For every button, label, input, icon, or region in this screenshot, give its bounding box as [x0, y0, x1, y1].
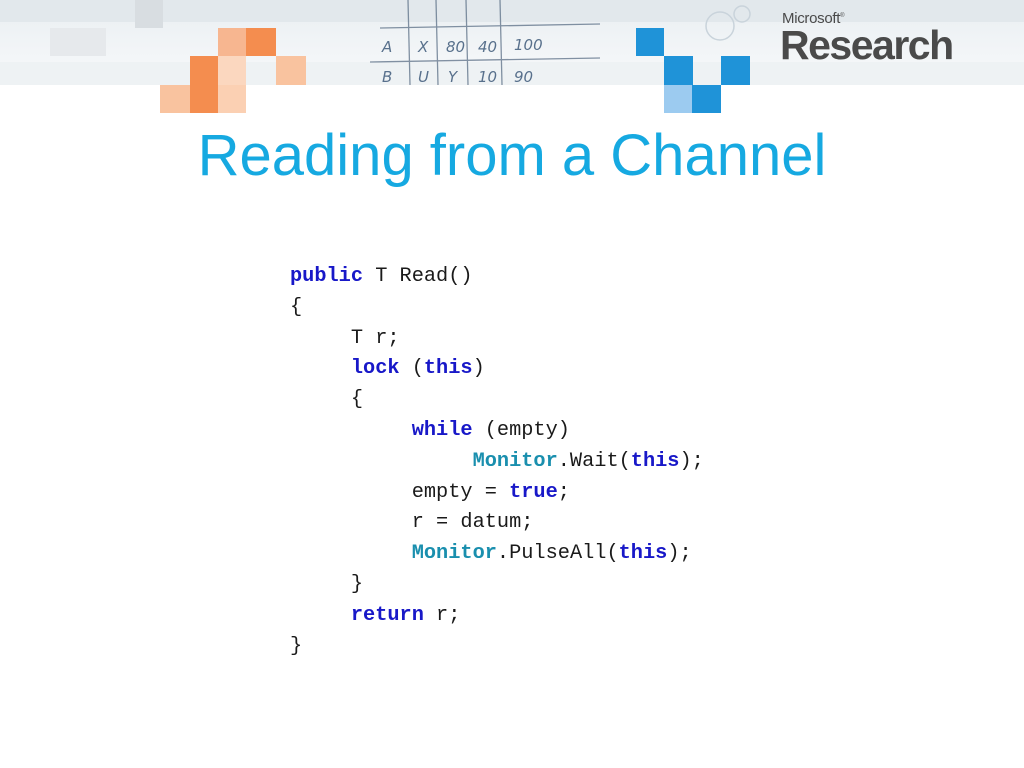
code-text: r;: [423, 603, 461, 627]
slide-title: Reading from a Channel: [197, 123, 827, 188]
code-line: }: [290, 570, 704, 601]
code-keyword: this: [423, 357, 473, 381]
code-keyword: public: [290, 265, 364, 288]
code-line: empty = true;: [290, 478, 704, 509]
code-line: return r;: [290, 601, 704, 632]
code-line: {: [290, 385, 704, 416]
code-text: .PulseAll(: [496, 542, 619, 566]
handwritten-table-sketch: A X 80 40 100 B U Y 10 90: [369, 0, 601, 85]
code-text: {: [290, 295, 303, 319]
decor-square: [190, 85, 218, 113]
sketch-cell: 90: [514, 68, 533, 85]
decor-square: [692, 85, 721, 113]
code-line: while (empty): [290, 416, 704, 447]
sketch-cell: 100: [514, 36, 543, 54]
code-text: .Wait(: [557, 449, 631, 473]
code-keyword: while: [411, 418, 473, 442]
code-text: T r;: [350, 326, 400, 350]
decor-square: [721, 56, 750, 85]
code-line: }: [290, 632, 704, 663]
sketch-cell: 40: [478, 38, 497, 56]
code-text: );: [667, 542, 692, 566]
code-text: ): [472, 357, 485, 381]
code-text: (empty): [472, 418, 570, 442]
code-type: Monitor: [472, 449, 558, 473]
sketch-cell: U: [418, 68, 429, 85]
sketch-cell: Y: [448, 68, 459, 85]
code-text: );: [679, 449, 704, 473]
code-text: }: [290, 634, 303, 658]
banner-stripe: [0, 0, 1024, 22]
decor-square: [664, 85, 692, 113]
header-banner: A X 80 40 100 B U Y 10 90 Microsoft® Res…: [0, 0, 1024, 85]
decor-square: [636, 28, 664, 56]
microsoft-research-logo: Microsoft® Research: [770, 8, 970, 68]
code-keyword: this: [618, 542, 668, 566]
decor-square: [218, 28, 246, 56]
code-type: Monitor: [411, 542, 497, 566]
code-text: empty =: [411, 480, 510, 504]
code-keyword: return: [350, 603, 424, 627]
decor-square: [218, 85, 246, 113]
code-text: {: [350, 388, 364, 412]
code-keyword: lock: [350, 357, 400, 381]
decor-circles: [705, 5, 751, 41]
logo-research-text: Research: [780, 22, 954, 68]
code-text: ;: [557, 480, 570, 504]
banner-stripe: [0, 62, 1024, 85]
decor-square: [664, 56, 693, 85]
decor-square: [135, 0, 163, 28]
code-block: public T Read(){ T r; lock (this) { whil…: [290, 262, 704, 662]
code-text: }: [350, 572, 364, 596]
sketch-cell: B: [382, 68, 392, 85]
code-line: lock (this): [290, 354, 704, 385]
code-keyword: true: [509, 480, 558, 504]
decor-square: [276, 56, 306, 85]
code-text: T Read(): [363, 265, 473, 288]
code-line: T r;: [290, 324, 704, 355]
sketch-cell: X: [417, 38, 429, 56]
code-line: {: [290, 293, 704, 324]
code-line: r = datum;: [290, 508, 704, 539]
sketch-cell: 80: [446, 38, 465, 56]
sketch-cell: 10: [478, 68, 497, 85]
decor-square: [160, 85, 190, 113]
decor-square: [218, 56, 246, 85]
decor-square: [246, 28, 276, 56]
decor-square: [190, 56, 218, 85]
code-keyword: this: [630, 449, 680, 473]
code-text: (: [399, 357, 424, 381]
logo-microsoft-text: Microsoft®: [782, 10, 845, 27]
code-line: Monitor.Wait(this);: [290, 447, 704, 478]
code-line: Monitor.PulseAll(this);: [290, 539, 704, 570]
code-line: public T Read(): [290, 262, 704, 293]
decor-square: [50, 28, 106, 56]
sketch-cell: A: [381, 38, 392, 56]
code-text: r = datum;: [411, 511, 534, 535]
